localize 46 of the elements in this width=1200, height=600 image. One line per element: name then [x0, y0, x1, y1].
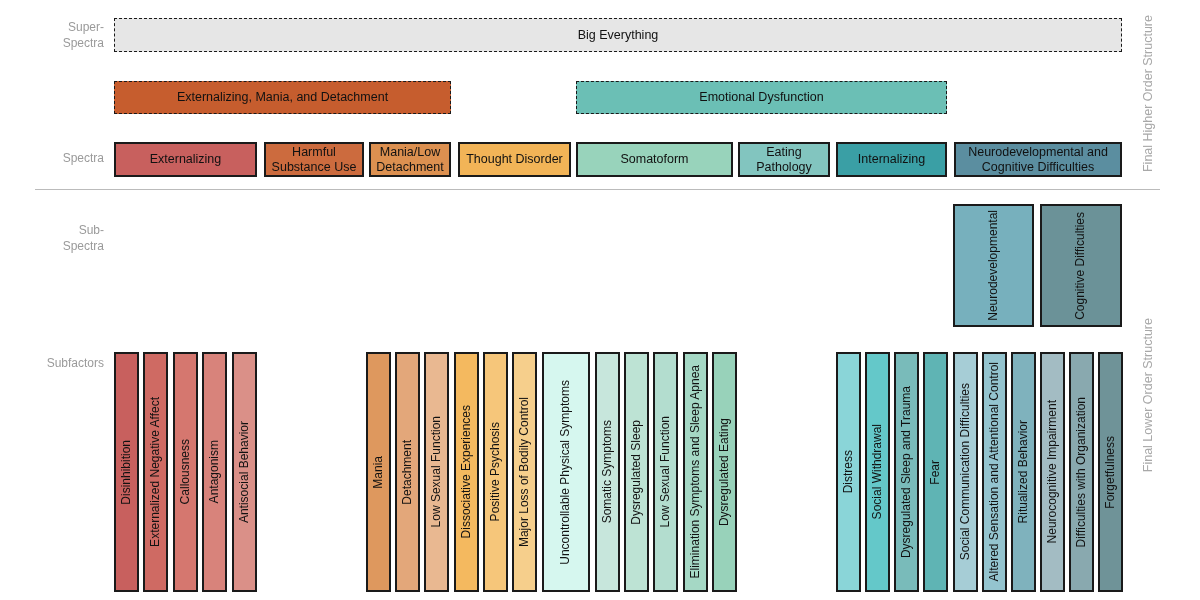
subfactor-bar: Dysregulated Sleep and Trauma — [894, 352, 919, 592]
subfactor-bar: Somatic Symptoms — [595, 352, 620, 592]
subfactor-bar: Distress — [836, 352, 861, 592]
subfactor-bar: Disinhibition — [114, 352, 139, 592]
subfactor-bar: Positive Psychosis — [483, 352, 508, 592]
subfactor-bar: Ritualized Behavior — [1011, 352, 1036, 592]
spectrum-box: Somatoform — [576, 142, 733, 177]
spectrum-box: Neurodevelopmental and Cognitive Difficulties — [954, 142, 1122, 177]
super-spectrum-box: Externalizing, Mania, and Detachment — [114, 81, 451, 114]
subfactor-bar: Low Sexual Function — [424, 352, 449, 592]
spectrum-box: Externalizing — [114, 142, 257, 177]
row-label: Subfactors — [45, 356, 104, 372]
spectrum-box: Mania/Low Detachment — [369, 142, 451, 177]
subfactor-bar: Uncontrollable Physical Symptoms — [542, 352, 590, 592]
sub-spectrum-box: Cognitive Difficulties — [1040, 204, 1122, 327]
row-label: Sub-Spectra — [61, 223, 104, 255]
subfactor-bar: Low Sexual Function — [653, 352, 678, 592]
subfactor-bar: Social Withdrawal — [865, 352, 890, 592]
spectrum-box: Thought Disorder — [458, 142, 571, 177]
sub-spectrum-box: Neurodevelopmental — [953, 204, 1034, 327]
spectrum-box: Internalizing — [836, 142, 947, 177]
super-spectrum-box: Big Everything — [114, 18, 1122, 52]
section-label: Final Higher Order Structure — [1141, 15, 1155, 172]
row-label: Spectra — [61, 151, 104, 167]
subfactor-bar: Mania — [366, 352, 391, 592]
spectrum-box: Eating Pathology — [738, 142, 830, 177]
subfactor-bar: Neurocognitive Impairment — [1040, 352, 1065, 592]
subfactor-bar: Major Loss of Bodily Control — [512, 352, 537, 592]
subfactor-bar: Fear — [923, 352, 948, 592]
subfactor-bar: Dysregulated Sleep — [624, 352, 649, 592]
subfactor-bar: Elimination Symptoms and Sleep Apnea — [683, 352, 708, 592]
subfactor-bar: Callousness — [173, 352, 198, 592]
subfactor-bar: Detachment — [395, 352, 420, 592]
subfactor-bar: Social Communication Difficulties — [953, 352, 978, 592]
subfactor-bar: Forgetfulness — [1098, 352, 1123, 592]
subfactor-bar: Externalized Negative Affect — [143, 352, 168, 592]
subfactor-bar: Difficulties with Organization — [1069, 352, 1094, 592]
section-label: Final Lower Order Structure — [1141, 318, 1155, 473]
spectrum-box: Harmful Substance Use — [264, 142, 364, 177]
row-label: Super-Spectra — [61, 20, 104, 52]
subfactor-bar: Dysregulated Eating — [712, 352, 737, 592]
subfactor-bar: Antisocial Behavior — [232, 352, 257, 592]
subfactor-bar: Antagonism — [202, 352, 227, 592]
super-spectrum-box: Emotional Dysfunction — [576, 81, 947, 114]
subfactor-bar: Altered Sensation and Attentional Control — [982, 352, 1007, 592]
subfactor-bar: Dissociative Experiences — [454, 352, 479, 592]
